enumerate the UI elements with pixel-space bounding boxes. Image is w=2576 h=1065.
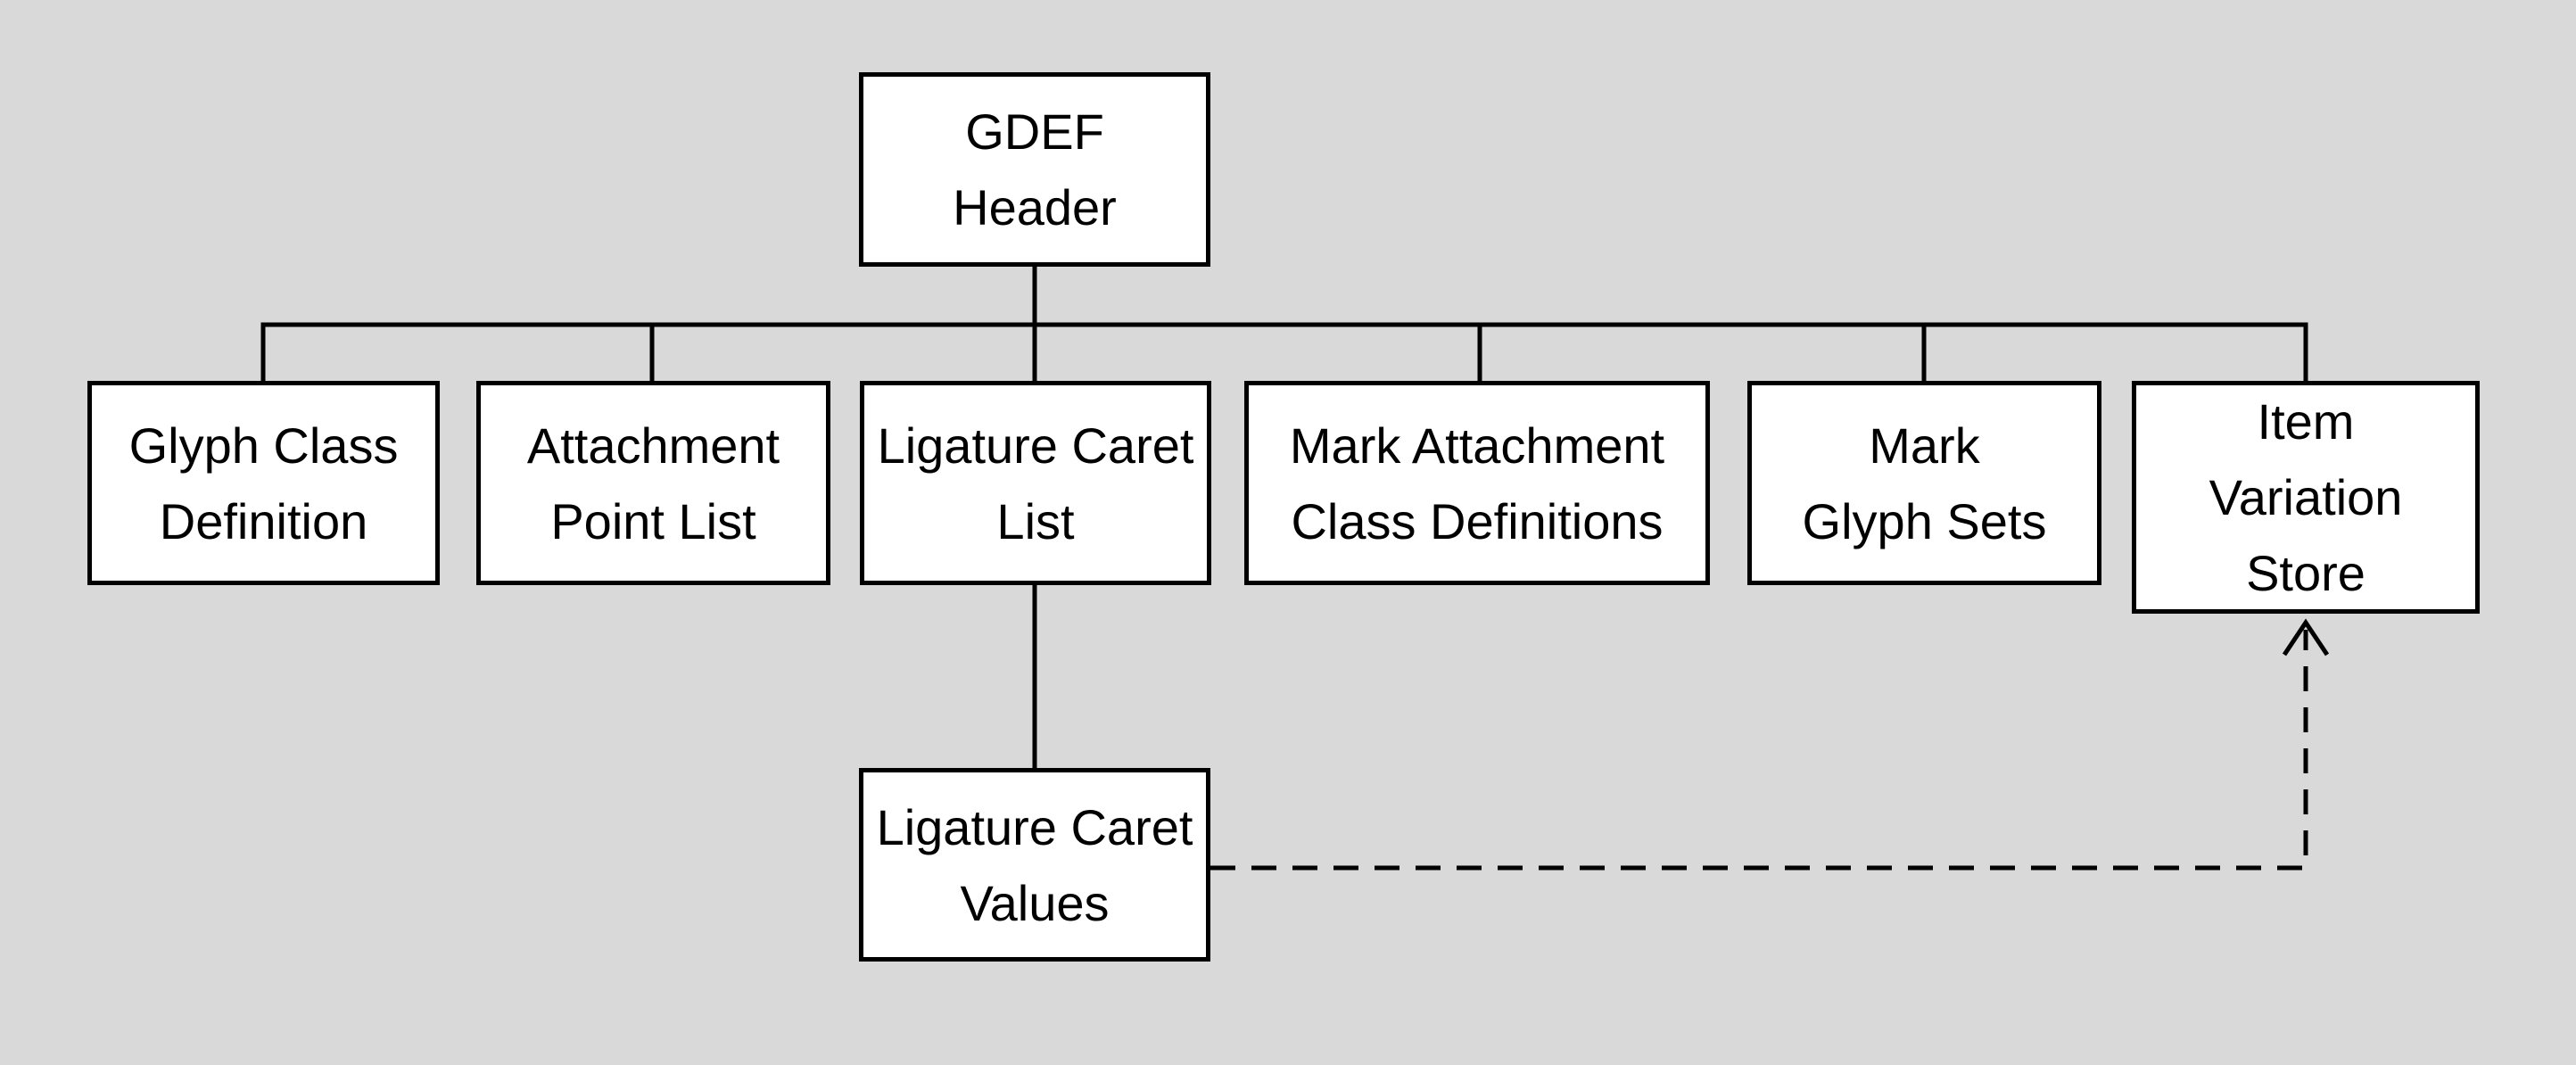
node-label-line: Variation <box>2209 469 2403 525</box>
node-label-line: Glyph Class <box>128 417 399 474</box>
node-label-line: Definition <box>159 492 368 549</box>
node-label-line: Ligature Caret <box>876 798 1193 855</box>
node-attachment-point-list: Attachment Point List <box>476 381 830 585</box>
node-label-line: Store <box>2246 545 2365 601</box>
node-label-line: Values <box>960 874 1110 931</box>
node-ligature-caret-values: Ligature Caret Values <box>859 768 1210 962</box>
open-arrowhead-up <box>2282 618 2330 656</box>
connector-dashed-values-to-item-variation-store <box>1210 630 2308 871</box>
node-label-line: GDEF <box>965 103 1104 160</box>
node-label-line: Point List <box>550 492 756 549</box>
node-ligature-caret-list: Ligature Caret List <box>860 381 1211 585</box>
node-mark-glyph-sets: Mark Glyph Sets <box>1747 381 2101 585</box>
node-label-line: Glyph Sets <box>1802 492 2047 549</box>
node-label-line: List <box>996 492 1075 549</box>
node-mark-attachment-class-definitions: Mark Attachment Class Definitions <box>1244 381 1710 585</box>
node-glyph-class-definition: Glyph Class Definition <box>87 381 440 585</box>
node-label-line: Mark <box>1869 417 1980 474</box>
node-label-line: Ligature Caret <box>877 417 1194 474</box>
node-label-line: Class Definitions <box>1291 492 1664 549</box>
node-label-line: Header <box>953 179 1117 235</box>
node-label-line: Attachment <box>526 417 780 474</box>
node-gdef-header: GDEF Header <box>859 72 1210 267</box>
node-label-line: Mark Attachment <box>1289 417 1665 474</box>
node-label-line: Item <box>2257 393 2355 450</box>
node-item-variation-store: Item Variation Store <box>2132 381 2480 614</box>
